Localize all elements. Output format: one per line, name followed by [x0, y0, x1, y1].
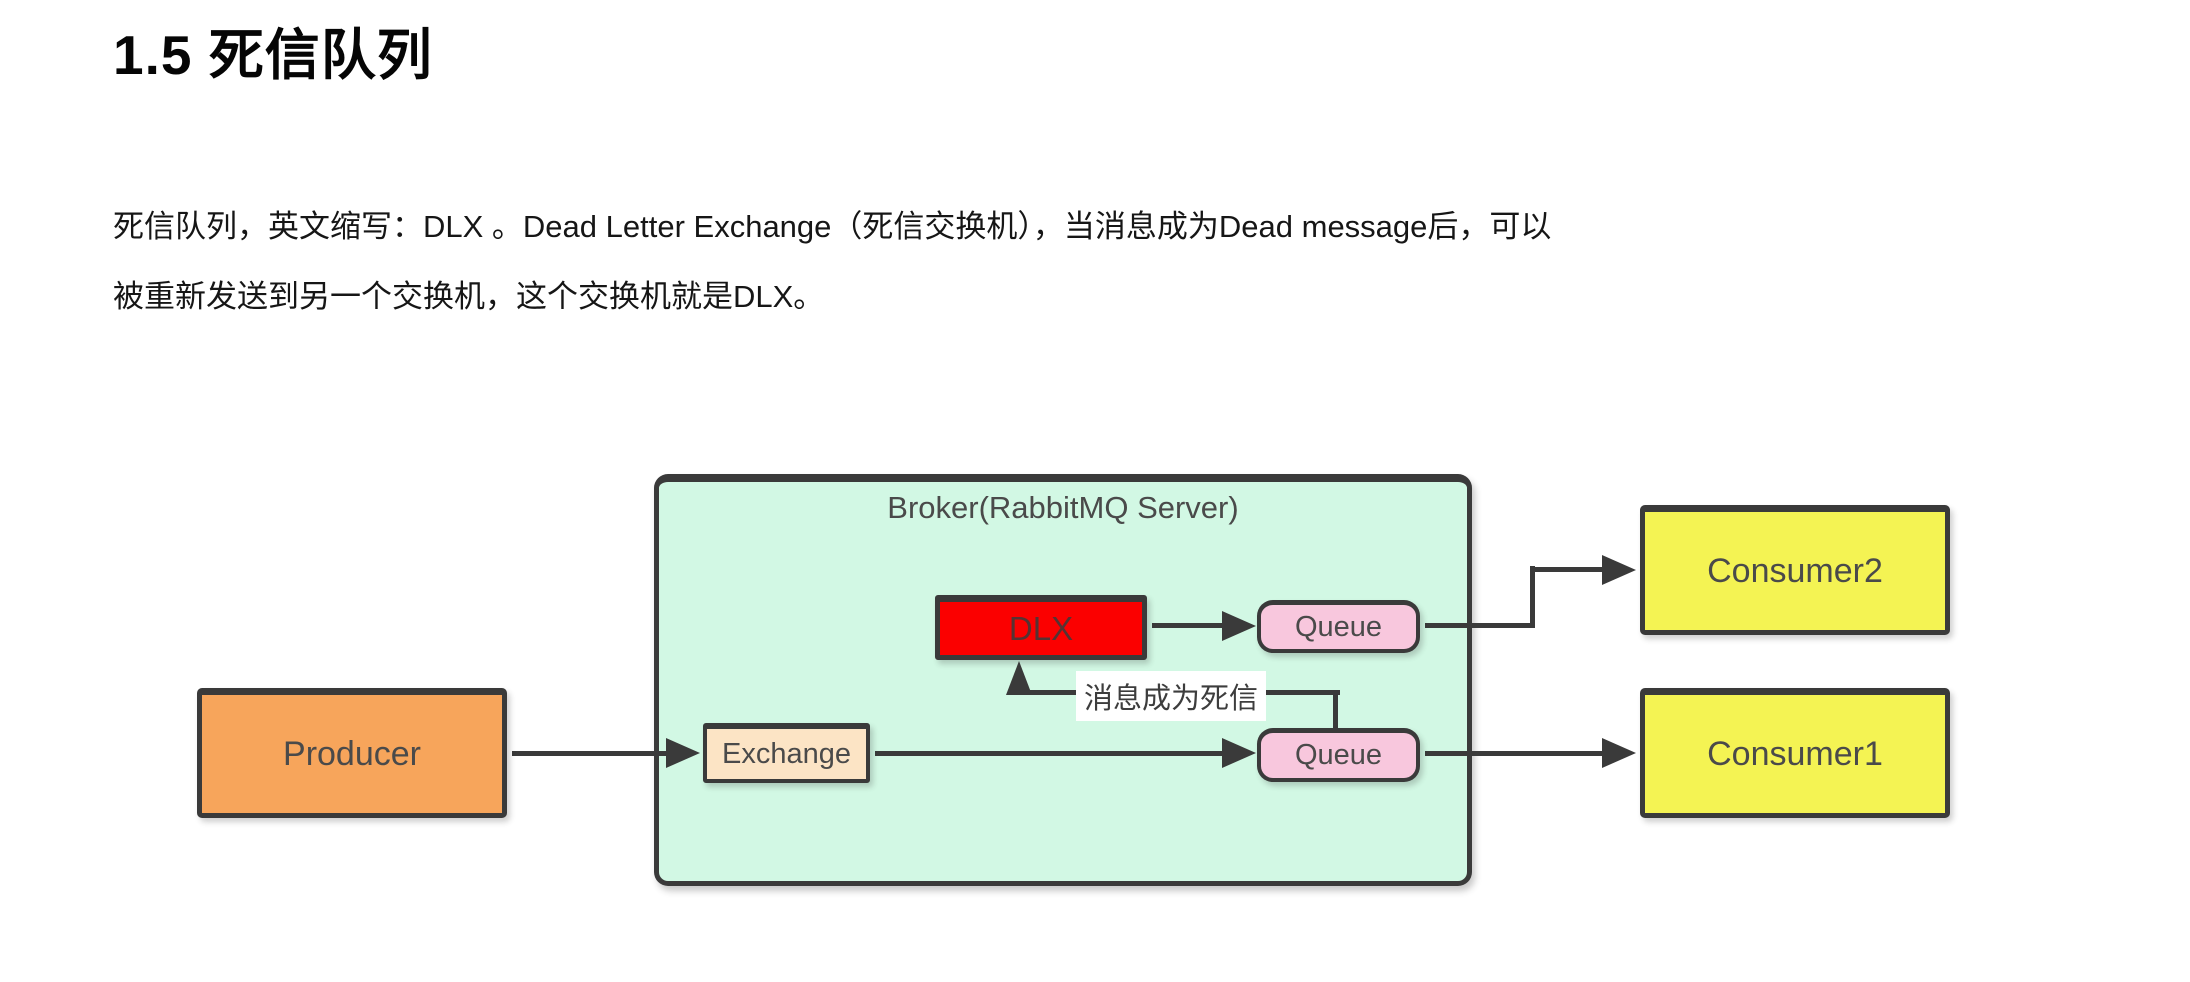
queue-bottom-node: Queue	[1257, 728, 1420, 782]
paragraph-line-1: 死信队列，英文缩写：DLX 。Dead Letter Exchange（死信交换…	[113, 209, 1552, 244]
arrowhead-up-into-dlx-icon	[1006, 661, 1032, 695]
line-dead-letter-down-to-queue	[1333, 690, 1338, 730]
broker-container: Broker(RabbitMQ Server)	[654, 474, 1472, 886]
dead-letter-annotation: 消息成为死信	[1076, 671, 1267, 721]
producer-node: Producer	[197, 688, 507, 818]
page-title: 1.5 死信队列	[113, 24, 433, 86]
arrowhead-into-consumer1-icon	[1602, 738, 1636, 768]
arrowhead-into-queue-top-icon	[1222, 611, 1256, 641]
line-queue-top-out	[1425, 623, 1535, 628]
line-queue-consumer1	[1425, 751, 1605, 756]
line-into-consumer2	[1535, 567, 1605, 572]
arrowhead-into-exchange-icon	[666, 738, 700, 768]
consumer2-node: Consumer2	[1640, 505, 1950, 635]
dlx-node: DLX	[935, 595, 1147, 660]
line-dlx-queue	[1152, 623, 1225, 628]
queue-top-node: Queue	[1257, 600, 1420, 653]
arrowhead-into-consumer2-icon	[1602, 555, 1636, 585]
paragraph-line-2: 被重新发送到另一个交换机，这个交换机就是DLX。	[113, 279, 825, 314]
line-elbow-up	[1530, 566, 1535, 628]
intro-paragraph: 死信队列，英文缩写：DLX 。Dead Letter Exchange（死信交换…	[113, 192, 1551, 332]
line-exchange-queue	[875, 751, 1225, 756]
broker-title: Broker(RabbitMQ Server)	[887, 490, 1239, 525]
line-producer-exchange	[512, 751, 667, 756]
consumer1-node: Consumer1	[1640, 688, 1950, 818]
exchange-node: Exchange	[703, 723, 870, 783]
arrowhead-into-queue-bottom-icon	[1222, 738, 1256, 768]
